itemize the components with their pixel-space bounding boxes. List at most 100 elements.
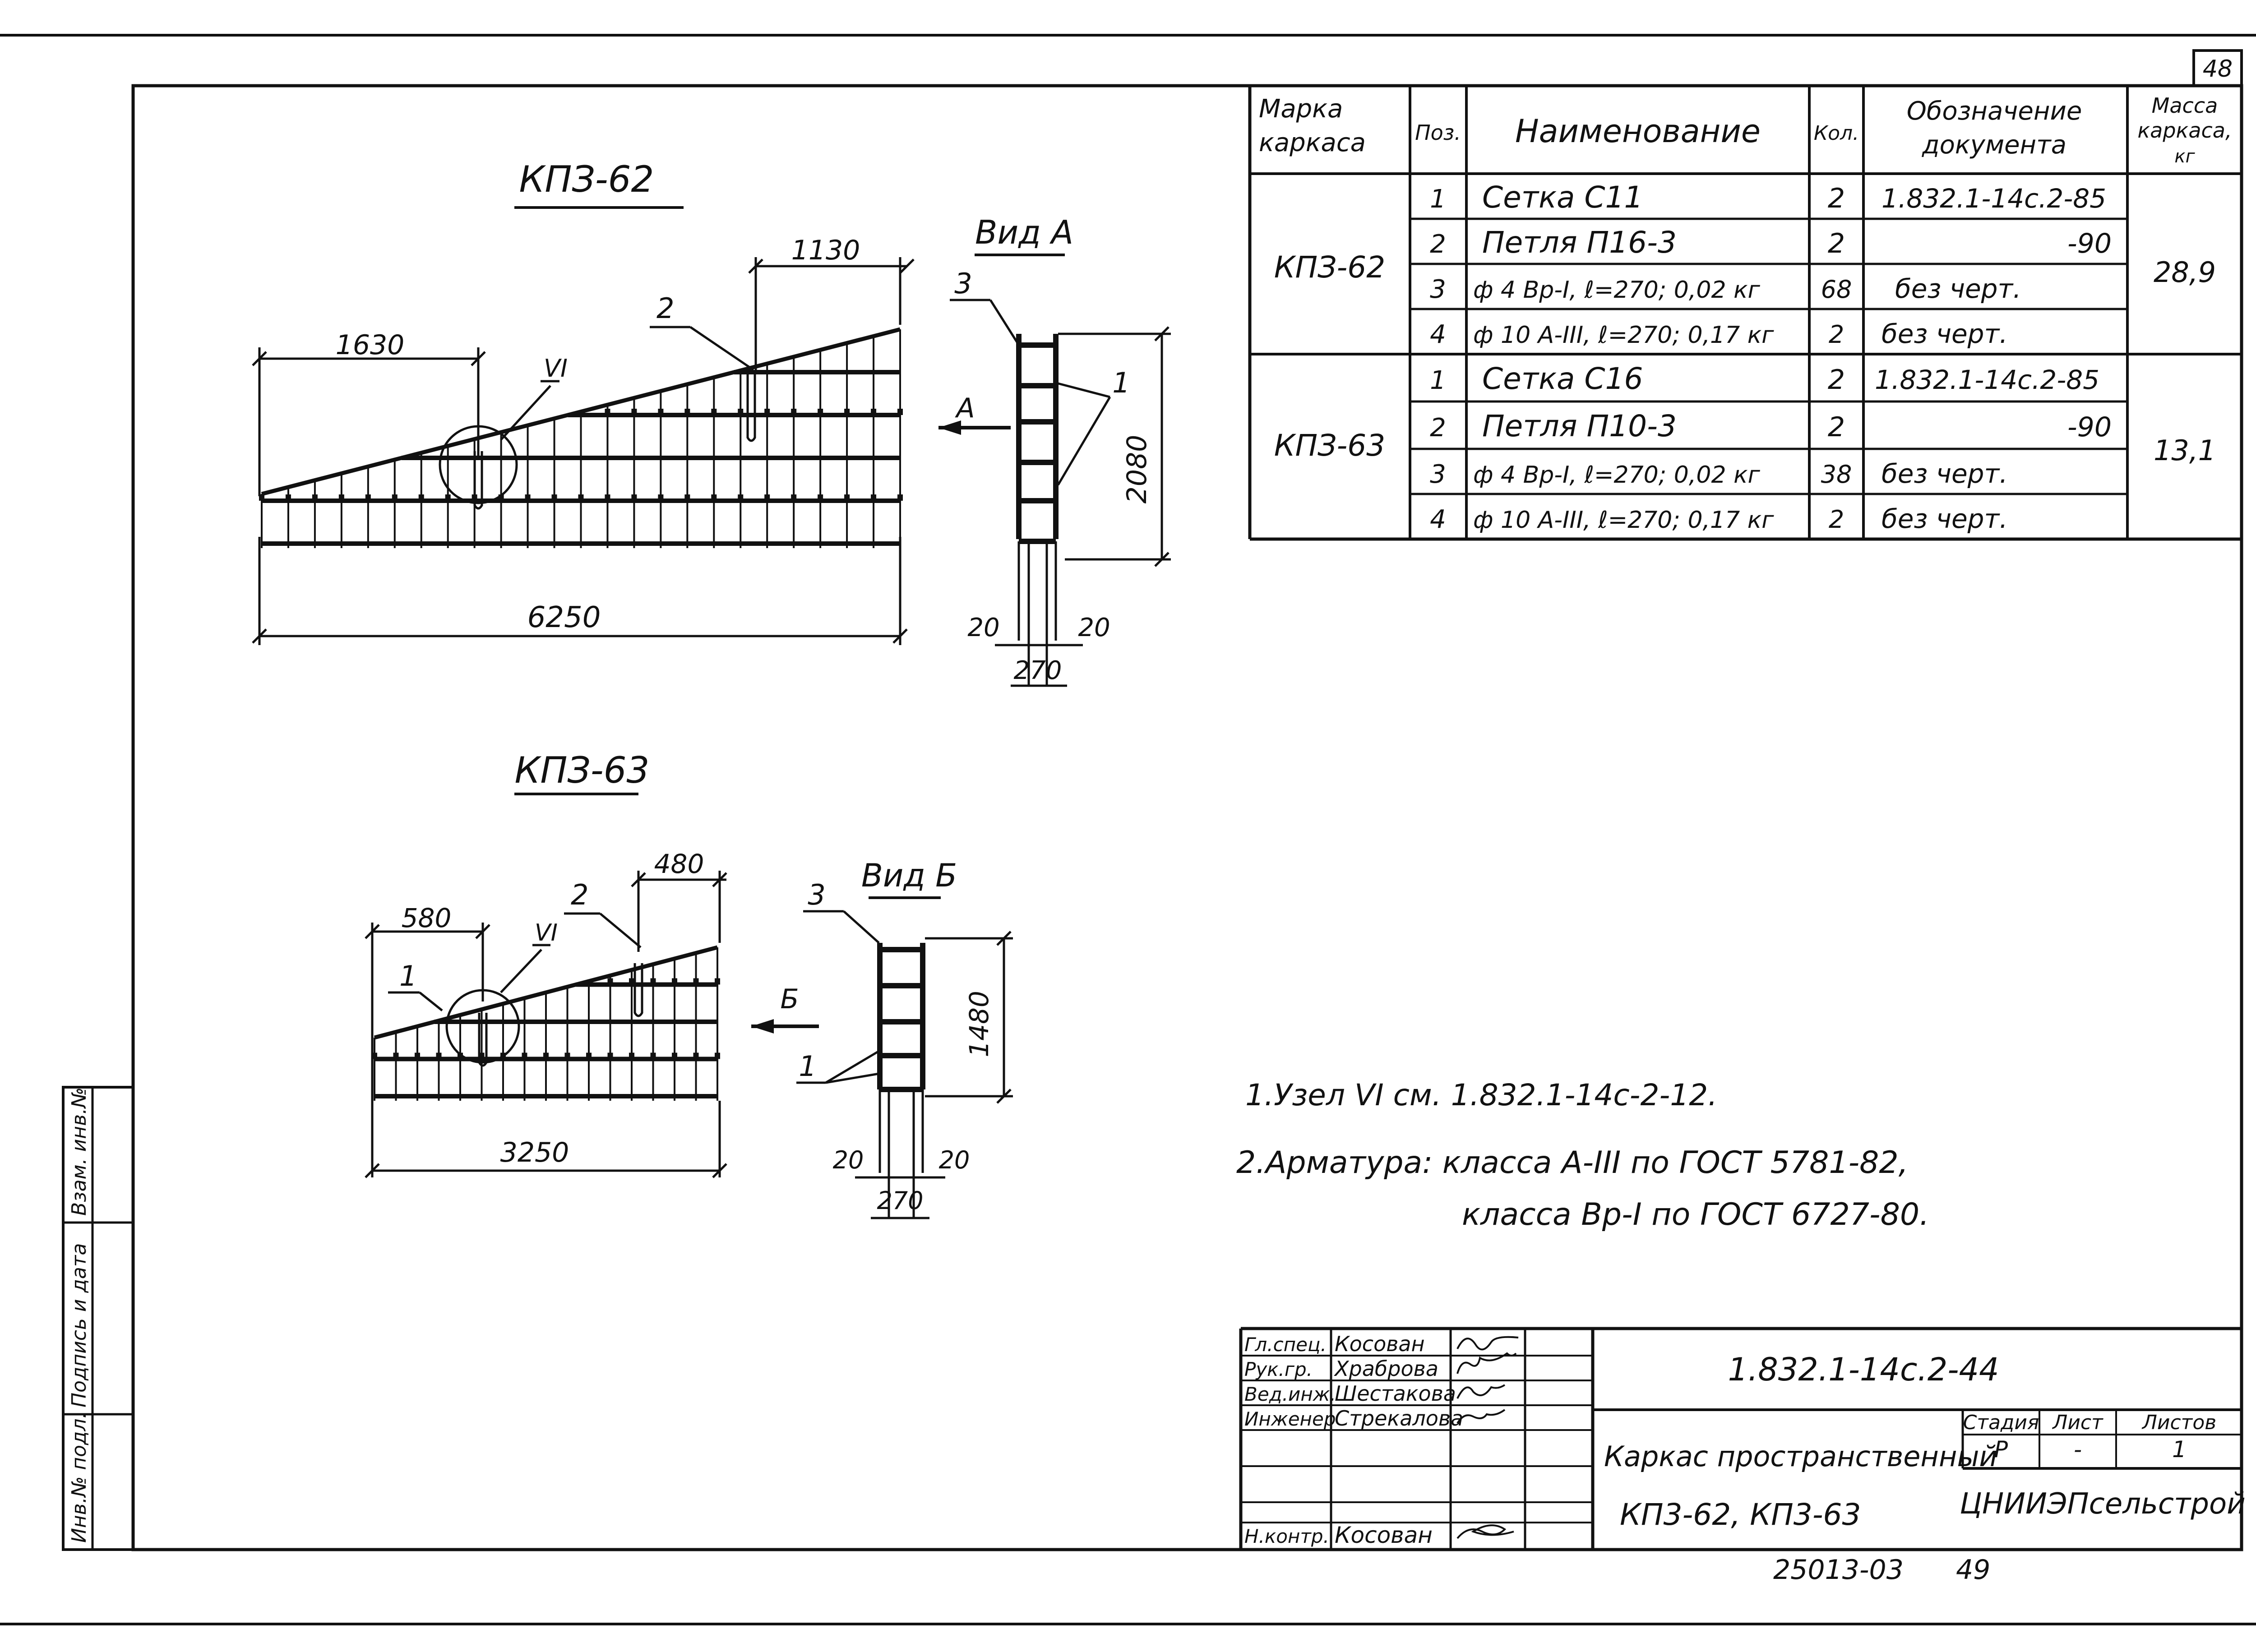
view-b-dim-1480: 1480 (964, 991, 994, 1057)
mesh-1-tie (605, 494, 610, 501)
mark-kpz-62: КПЗ-62 (1274, 250, 1386, 285)
name-7: Косован (1335, 1522, 1433, 1548)
mesh-1-tie (312, 494, 318, 501)
mesh-2-tie (607, 1052, 613, 1059)
g2-r2-name: Петля П10-3 (1482, 409, 1677, 443)
drawing-kpz-63: КПЗ-63 VI 1 2 580 480 3250 (365, 749, 727, 1178)
g1-r1-pos: 1 (1430, 185, 1446, 214)
mesh-1-tie (285, 494, 291, 501)
mesh-1-tie (818, 409, 823, 415)
g1-r1-doc: 1.832.1-14с.2-85 (1882, 183, 2106, 214)
sheets-label: Листов (2141, 1411, 2216, 1434)
role-1: Гл.спец. (1244, 1334, 1327, 1356)
dim-580: 580 (402, 903, 452, 933)
mesh-2-tie (543, 1052, 549, 1059)
mesh-1-tie (392, 494, 398, 501)
mesh-1-tie (365, 494, 371, 501)
view-a-dim-20-right: 20 (1078, 613, 1110, 642)
g2-r3-name: ф 4 Вр-I, ℓ=270; 0,02 кг (1473, 461, 1761, 489)
view-a-dim-20-left: 20 (967, 613, 999, 642)
mesh-2-tie (629, 978, 634, 985)
mesh-1-tie (631, 494, 637, 501)
g2-r4-qty: 2 (1829, 505, 1844, 534)
pos-label-d2-1: 1 (399, 960, 417, 992)
mesh-2-tie (672, 1052, 677, 1059)
title-block: Гл.спец. Косован Рук.гр. Храброва Вед.ин… (1239, 1327, 2246, 1550)
role-2: Рук.гр. (1244, 1358, 1313, 1380)
g1-r2-doc: -90 (2067, 228, 2112, 259)
sheets-value: 1 (2172, 1436, 2187, 1463)
loop-insert (478, 1013, 488, 1067)
mesh-2-tie (607, 978, 613, 985)
g1-r4-qty: 2 (1829, 320, 1844, 349)
note-2b: класса Вр-I по ГОСТ 6727-80. (1462, 1197, 1929, 1232)
view-b: Вид Б Б 3 1 1480 20 20 270 (751, 857, 1013, 1219)
g1-r2-qty: 2 (1828, 228, 1845, 259)
mesh-1-tie (791, 494, 797, 501)
mesh-1-tie (658, 409, 664, 415)
g2-r3-doc: без черт. (1882, 458, 2008, 489)
mesh-1-tie (445, 494, 451, 501)
mesh-2-tie (715, 978, 720, 985)
name-3: Шестакова (1335, 1381, 1456, 1406)
name-1: Косован (1335, 1332, 1425, 1356)
mesh-1-tie (764, 409, 770, 415)
mesh-1-tie (684, 494, 690, 501)
page-number: 48 (2203, 55, 2233, 83)
mesh-2-tie (672, 978, 677, 985)
hdr-mass-1: Масса (2152, 93, 2218, 118)
mesh-1-tie (525, 494, 531, 501)
doc-title-2: КП3-62, КП3-63 (1620, 1497, 1861, 1532)
mesh-1-tie (871, 494, 877, 501)
g1-r4-name: ф 10 А-III, ℓ=270; 0,17 кг (1473, 322, 1774, 349)
mesh-1-tie (844, 409, 850, 415)
org-name: ЦНИИЭПсельстрой (1960, 1487, 2245, 1521)
loop-insert (633, 963, 643, 1017)
mesh-1-tie (818, 494, 823, 501)
mesh-1-tie (871, 409, 877, 415)
g1-r3-name: ф 4 Вр-I, ℓ=270; 0,02 кг (1473, 277, 1761, 304)
mass-kpz-62: 28,9 (2154, 256, 2216, 289)
g1-r2-pos: 2 (1430, 230, 1446, 259)
g2-r2-qty: 2 (1828, 411, 1845, 443)
mesh-1-tie (897, 494, 903, 501)
view-a: Вид А А 3 1 2080 20 (938, 213, 1171, 687)
g1-r3-pos: 3 (1430, 275, 1446, 304)
g2-r1-qty: 2 (1828, 364, 1845, 396)
mesh-1-tie (791, 409, 797, 415)
node-label-1: VI (544, 354, 568, 383)
view-b-pos-1: 1 (799, 1050, 816, 1083)
mesh-1-tie (631, 409, 637, 415)
mesh-2-tie (522, 1052, 527, 1059)
mesh-kpz-63 (372, 945, 720, 1101)
mesh-kpz-62 (259, 327, 903, 548)
mesh-1-tie (684, 409, 690, 415)
hdr-name: Наименование (1515, 113, 1761, 150)
mesh-1-tie (605, 409, 610, 415)
name-2: Храброва (1334, 1357, 1438, 1381)
dim-6250: 6250 (527, 601, 601, 634)
doc-code: 1.832.1-14с.2-44 (1728, 1351, 1999, 1388)
view-b-dim-20-left: 20 (833, 1146, 864, 1174)
footer-number: 25013-03 (1773, 1554, 1904, 1586)
mesh-2-tie (650, 978, 656, 985)
hdr-doc-2: документа (1922, 130, 2066, 160)
mesh-1-tie (338, 494, 344, 501)
view-a-pos-1: 1 (1112, 366, 1130, 399)
pos-label-d2-2: 2 (571, 878, 588, 911)
dim-1630: 1630 (336, 329, 405, 361)
pos-label-d1-2: 2 (656, 292, 674, 325)
mass-kpz-63: 13,1 (2154, 434, 2216, 467)
drawing-kpz-62: КПЗ-62 VI 2 1630 1130 (252, 158, 915, 645)
drawing-frame (131, 84, 2243, 1551)
note-1: 1.Узел VI см. 1.832.1-14с-2-12. (1245, 1078, 1717, 1112)
view-b-arrow-label: Б (780, 983, 799, 1015)
g2-r3-qty: 38 (1821, 460, 1852, 489)
dim-1130: 1130 (791, 235, 860, 266)
drawing-1-title: КПЗ-62 (519, 158, 654, 200)
sheet-label: Лист (2052, 1411, 2103, 1434)
dim-3250: 3250 (500, 1137, 569, 1168)
view-a-dim-270: 270 (1014, 656, 1062, 685)
footer-page: 49 (1956, 1554, 1990, 1586)
